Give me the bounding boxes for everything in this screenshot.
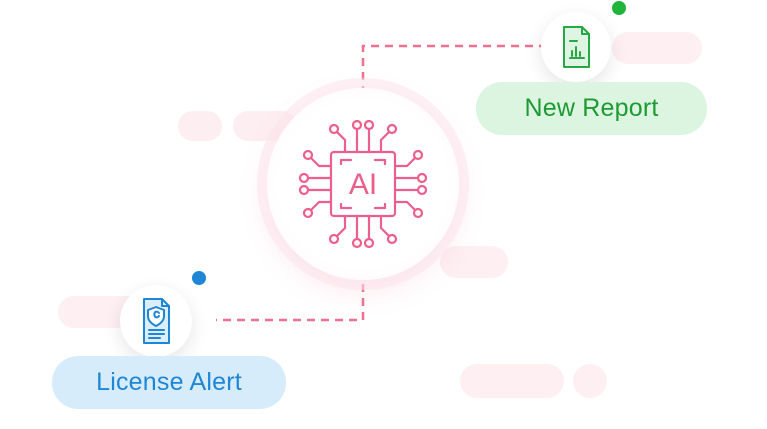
- new-report-status-dot: [610, 0, 628, 17]
- background-bar: [573, 364, 607, 398]
- license-alert-icon-circle[interactable]: [120, 285, 192, 357]
- background-bar: [612, 32, 702, 64]
- ai-chip-icon: AI: [298, 119, 428, 249]
- ai-chip-label: AI: [349, 168, 377, 201]
- license-alert-status-dot: [190, 269, 208, 287]
- connector-to-new-report: [361, 44, 541, 122]
- new-report-icon-circle[interactable]: [541, 12, 611, 82]
- background-bar: [440, 246, 508, 278]
- license-alert-label[interactable]: License Alert: [52, 356, 286, 409]
- ai-chip-node: AI: [267, 88, 459, 280]
- license-document-icon: [143, 298, 170, 344]
- background-bar: [460, 364, 564, 398]
- chart-document-icon: [563, 26, 590, 68]
- connector-to-license-alert: [216, 270, 365, 322]
- new-report-label[interactable]: New Report: [476, 82, 707, 135]
- background-bar: [178, 111, 222, 141]
